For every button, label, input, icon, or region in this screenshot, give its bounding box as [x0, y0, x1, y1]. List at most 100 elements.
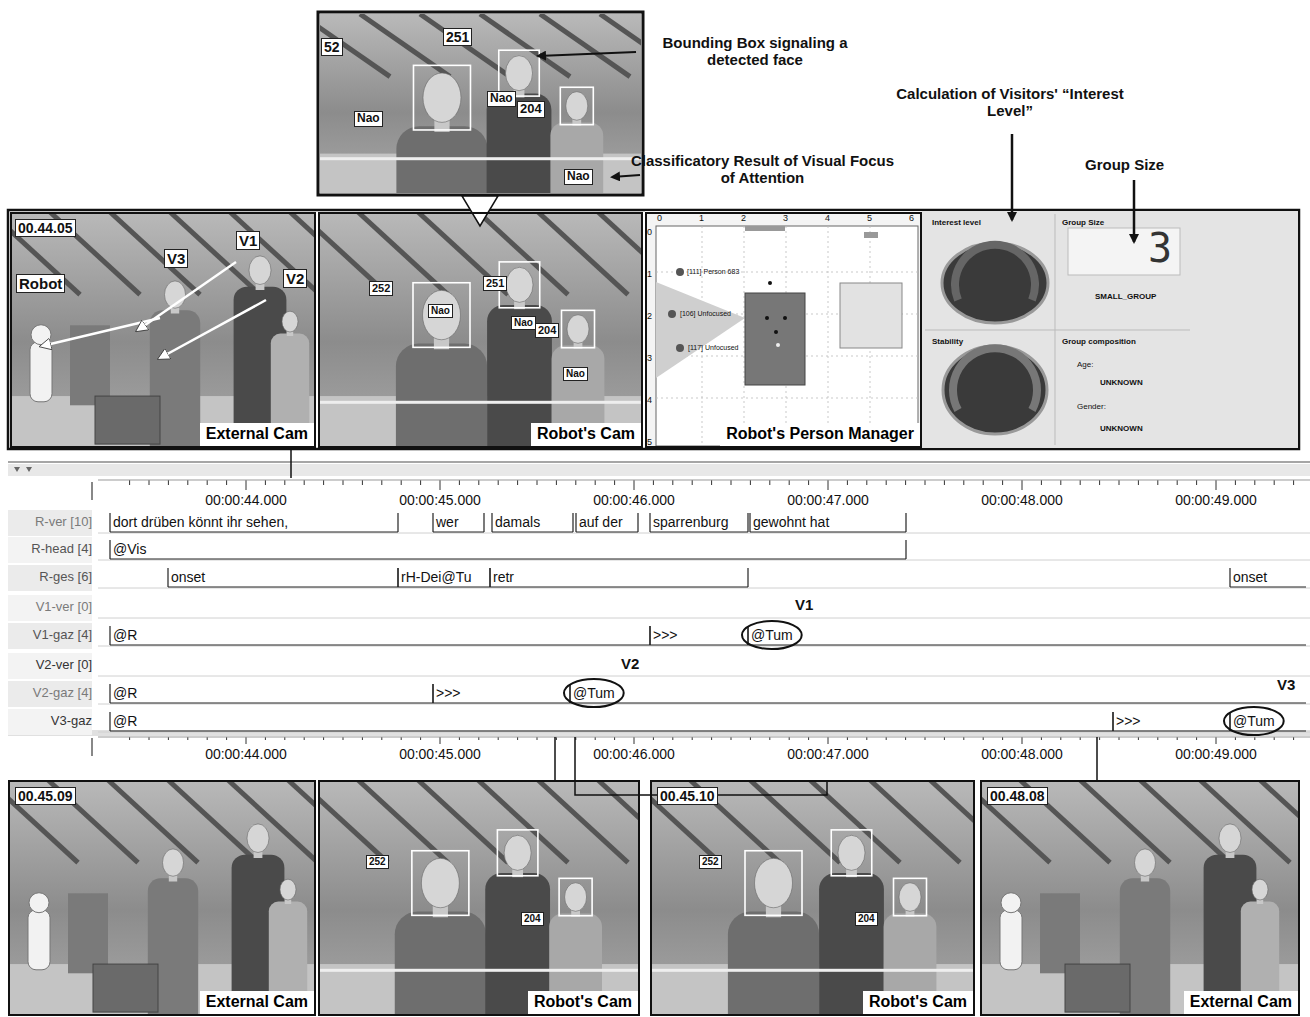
tick: [653, 480, 654, 485]
railing: [320, 157, 641, 160]
segment-line: [748, 644, 1306, 645]
label: Group Size: [1062, 218, 1104, 227]
annotation-text: @Vis: [113, 541, 146, 557]
segment-line: [650, 644, 748, 645]
tick: [963, 480, 964, 485]
tick: [284, 480, 285, 485]
face-box: [831, 830, 872, 876]
segment-line: [110, 730, 1113, 731]
segment-bound: [1112, 712, 1113, 731]
segment-bound: [649, 626, 650, 645]
person-head: [1219, 824, 1241, 853]
segment-bound: [109, 540, 110, 559]
label: [106] Unfocused: [680, 310, 731, 318]
label: 00:00:46.000: [574, 746, 694, 762]
label: Group Size: [1085, 156, 1164, 173]
tick: [1099, 480, 1100, 485]
tick: [1119, 480, 1120, 485]
label: Age:: [1077, 360, 1093, 369]
tick: [440, 737, 441, 744]
roof-beam: [0, 780, 78, 863]
tick: [847, 480, 848, 485]
label: 2: [647, 311, 652, 321]
camera-panel: External Cam: [10, 212, 316, 448]
railing: [318, 401, 643, 404]
label: Calculation of Visitors' “Interest Level…: [895, 85, 1125, 120]
callout-arrow: [538, 52, 636, 56]
label: 3: [1148, 228, 1172, 268]
label: V2-ver [0]: [6, 658, 92, 673]
label: 00:00:45.000: [380, 746, 500, 762]
overlay-tag: 00.48.08: [987, 787, 1048, 805]
segment-bound: [905, 540, 906, 559]
ruler-line: [98, 480, 1310, 481]
person-body: [396, 344, 487, 762]
sign-board: [93, 964, 158, 1012]
segment-bound: [1229, 568, 1230, 587]
label: 3: [647, 353, 652, 363]
face-box: [560, 87, 593, 124]
label: 0: [647, 227, 652, 237]
tick: [246, 480, 247, 490]
tick: [1235, 480, 1236, 485]
panel-caption: Robot's Cam: [531, 423, 641, 446]
highlight-ellipse: [742, 621, 802, 649]
label: 00:00:45.000: [380, 492, 500, 508]
person-head: [899, 883, 921, 912]
face-box: [559, 878, 592, 915]
tick: [731, 480, 732, 485]
tick: [634, 480, 635, 490]
label: 00:00:48.000: [962, 746, 1082, 762]
segment-bound: [489, 568, 490, 587]
label: 00:00:46.000: [574, 492, 694, 508]
label: 5: [867, 213, 872, 223]
tier-line: [98, 560, 1310, 561]
segment-bound: [432, 513, 433, 532]
annotation-text: damals: [495, 514, 540, 530]
label: V1-gaz [4]: [6, 628, 92, 643]
label: 00:00:47.000: [768, 492, 888, 508]
camera-panel: Robot's Cam: [650, 780, 975, 1016]
annotation-text: wer: [436, 514, 459, 530]
annotation-text: dort drüben könnt ihr sehen,: [113, 514, 288, 530]
gaze-arrow: [160, 300, 266, 358]
robot-head: [1001, 893, 1021, 913]
face-box: [499, 50, 540, 96]
label: 0: [657, 213, 662, 223]
railing: [318, 969, 640, 972]
gaze-arrow: [42, 318, 160, 346]
robot: [28, 910, 50, 970]
label: 4: [647, 395, 652, 405]
face-box: [562, 310, 595, 347]
tick: [168, 480, 169, 485]
segment-bound: [489, 568, 490, 587]
segment-line: [168, 586, 398, 587]
person-manager-plot: [645, 211, 922, 448]
annotation-text: @Tum: [573, 685, 615, 701]
tick: [1041, 480, 1042, 485]
label: V1-ver [0]: [6, 600, 92, 615]
segment-line: [1113, 730, 1230, 731]
overlay-tag: 204: [855, 912, 878, 926]
label: V3: [1277, 676, 1295, 693]
annotation-text: rH-Dei@Tu: [401, 569, 471, 585]
photo: [298, 212, 688, 762]
segment-bound: [109, 513, 110, 532]
annotation-text: @Tum: [751, 627, 793, 643]
label: Stability: [932, 337, 963, 346]
panel-caption: Robot's Person Manager: [720, 423, 920, 446]
tick: [1022, 480, 1023, 490]
callout-arrow: [612, 175, 640, 177]
segment-bound: [749, 513, 750, 532]
segment-bound: [572, 513, 573, 532]
label: SMALL_GROUP: [1095, 292, 1156, 301]
label: Group composition: [1062, 337, 1136, 346]
tick: [905, 480, 906, 485]
segment-line: [490, 586, 748, 587]
panel-caption: External Cam: [200, 991, 314, 1014]
tick: [634, 737, 635, 744]
tick: [575, 480, 576, 485]
segment-bound: [491, 513, 492, 532]
annotation-text: >>>: [436, 685, 461, 701]
segment-bound: [109, 684, 110, 703]
